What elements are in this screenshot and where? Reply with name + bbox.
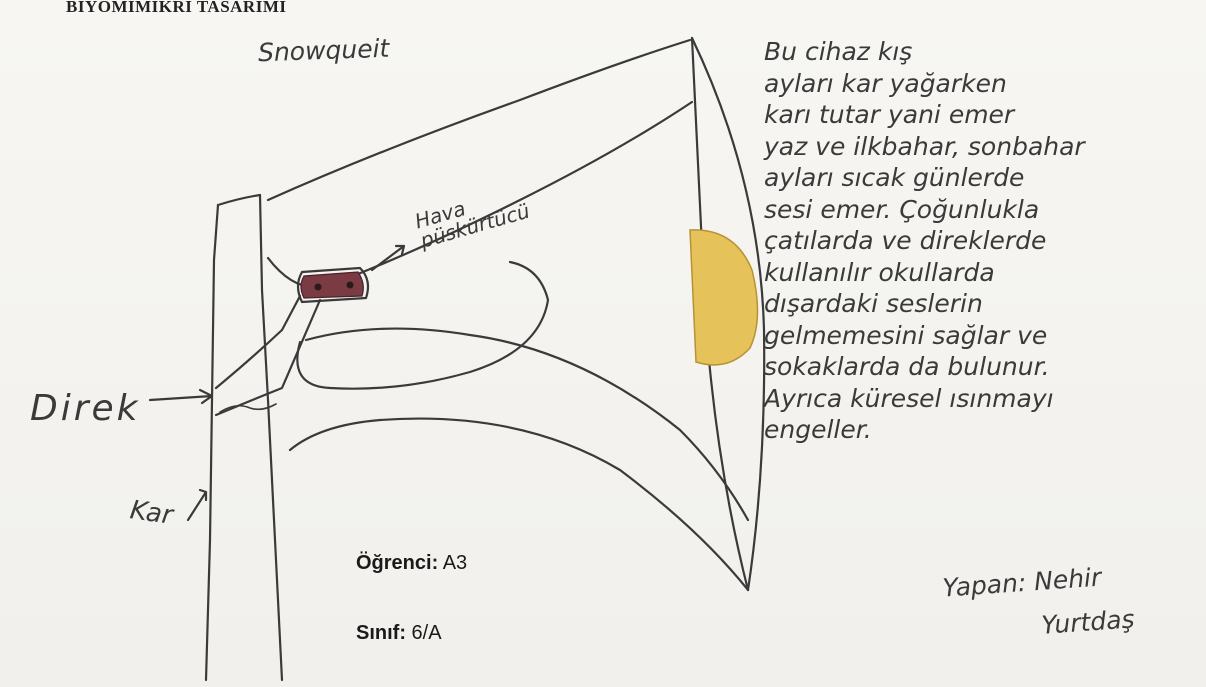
- student-info: Öğrenci: A3: [356, 552, 467, 575]
- description-line: sokaklarda da bulunur.: [764, 351, 1204, 383]
- spout-hole-right: [347, 282, 354, 289]
- label-snow: Kar: [128, 495, 175, 531]
- description-line: kullanılır okullarda: [764, 257, 1204, 289]
- red-spout: [301, 272, 363, 298]
- invention-title: Snowqueit: [258, 34, 390, 68]
- page-heading: BİYOMİMİKRİ TASARIMI: [66, 0, 286, 17]
- description-line: engeller.: [764, 414, 1204, 446]
- class-value: 6/A: [406, 622, 442, 644]
- maker-signature: Yapan: Nehir Yurtdaş: [941, 554, 1136, 655]
- description-line: ayları kar yağarken: [764, 68, 1204, 100]
- class-info: Sınıf: 6/A: [356, 622, 442, 645]
- kar-arrow: [188, 490, 206, 520]
- description-line: Ayrıca küresel ısınmayı: [764, 383, 1204, 415]
- direk-arrow: [150, 390, 212, 403]
- description-line: sesi emer. Çoğunlukla: [764, 194, 1204, 226]
- description-text: Bu cihaz kış ayları kar yağarken karı tu…: [764, 36, 1204, 446]
- description-line: dışardaki seslerin: [764, 288, 1204, 320]
- description-line: gelmemesini sağlar ve: [764, 320, 1204, 352]
- spout-hole-left: [315, 284, 322, 291]
- yellow-dome: [690, 230, 758, 365]
- description-line: yaz ve ilkbahar, sonbahar: [764, 131, 1204, 163]
- description-line: çatılarda ve direklerde: [764, 225, 1204, 257]
- student-label: Öğrenci:: [356, 552, 438, 574]
- pole-left-edge: [206, 205, 218, 680]
- air-arrow: [372, 246, 404, 270]
- description-line: Bu cihaz kış: [764, 36, 1204, 68]
- class-label: Sınıf:: [356, 622, 406, 644]
- horn-middle-contour: [306, 329, 748, 520]
- description-line: karı tutar yani emer: [764, 99, 1204, 131]
- student-value: A3: [438, 552, 467, 574]
- pole-top: [218, 195, 260, 205]
- description-line: ayları sıcak günlerde: [764, 162, 1204, 194]
- label-pole: Direk: [30, 388, 141, 429]
- pole-right-edge: [260, 195, 282, 680]
